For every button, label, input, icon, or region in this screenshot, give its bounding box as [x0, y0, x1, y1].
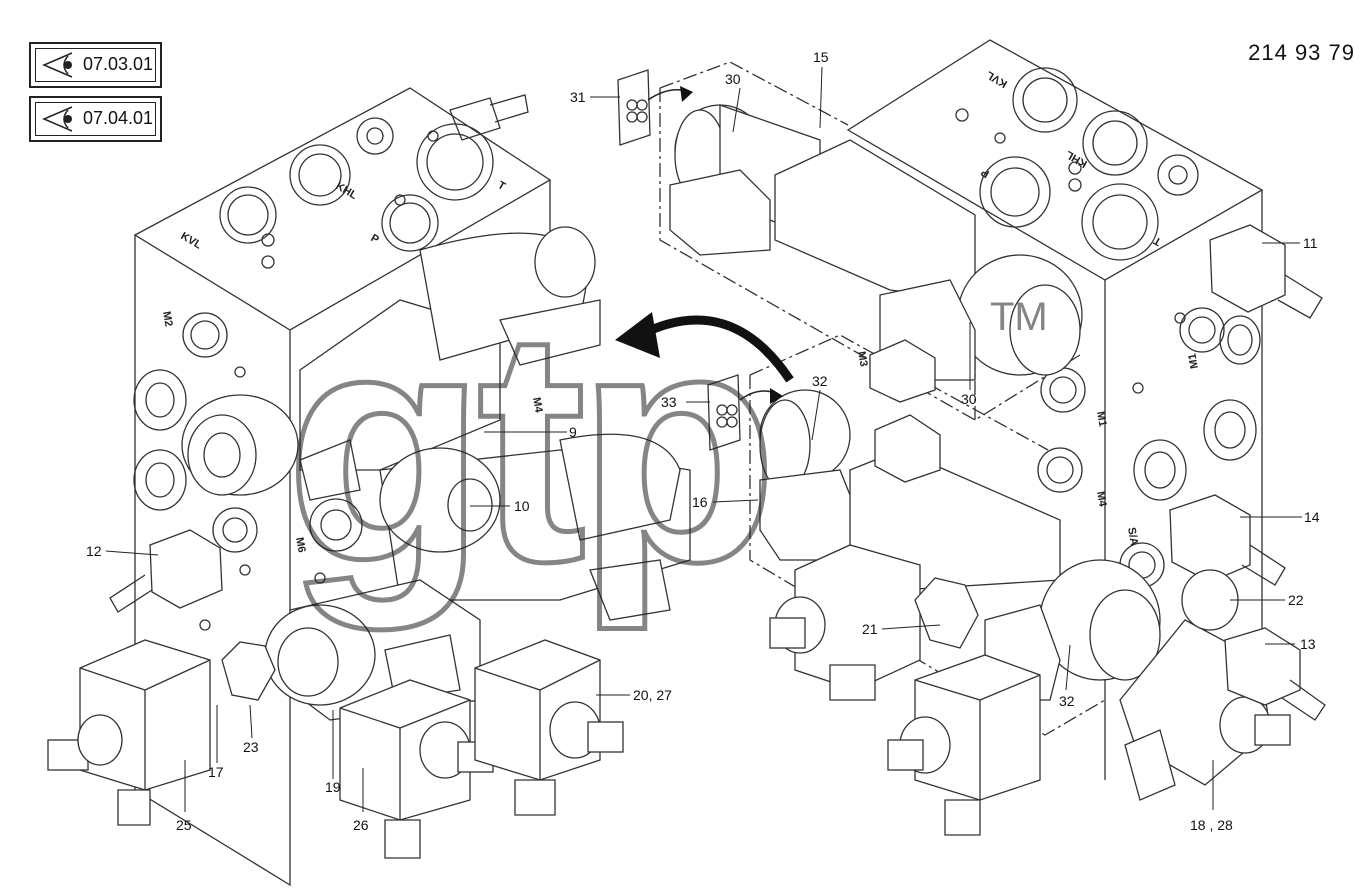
port-mark-m1: M1 — [1094, 410, 1108, 427]
coil-20-27 — [474, 639, 624, 816]
pressure-switch-13 — [1224, 627, 1326, 721]
coil-26 — [339, 679, 494, 859]
solenoid-valve-lower-left — [264, 579, 481, 721]
callouts: 30 15 31 11 30 33 32 9 10 16 12 14 22 21… — [86, 49, 1320, 833]
watermark-tm: TM — [990, 295, 1048, 339]
port-mark-m2: M2 — [160, 310, 174, 327]
reference-label: 07.03.01 — [83, 54, 154, 74]
watermark-text: gtp — [285, 261, 768, 632]
callout-17: 17 — [208, 764, 224, 780]
callout-30: 30 — [725, 71, 741, 87]
direction-arrows — [647, 86, 783, 404]
callout-11: 11 — [1303, 235, 1318, 251]
reference-box-frame — [35, 102, 156, 136]
reference-box-2[interactable]: 07.04.01 — [29, 96, 162, 142]
plug-21 — [914, 577, 979, 649]
callout-32: 32 — [1059, 693, 1075, 709]
port-mark-m6: M6 — [293, 536, 307, 553]
reference-box-1[interactable]: 07.03.01 — [29, 42, 162, 88]
callout-20-27: 20, 27 — [633, 687, 672, 703]
solenoid-valve-30-upper — [669, 104, 976, 301]
port-mark-m1: M1 — [1186, 352, 1200, 369]
pressure-switch-11 — [1209, 224, 1323, 319]
callout-13: 13 — [1300, 636, 1316, 652]
callout-18-28: 18 , 28 — [1190, 817, 1233, 833]
callout-33: 33 — [661, 394, 677, 410]
callout-21: 21 — [862, 621, 878, 637]
solenoid-valve-10 — [379, 433, 691, 621]
leader-lines — [105, 66, 1302, 812]
eye-view-icon — [42, 106, 73, 132]
port-mark-m3: M3 — [855, 350, 869, 367]
drawing-number: 214 93 79 — [1248, 40, 1355, 65]
solenoid-valve-30-lower — [879, 254, 1083, 381]
callout-12: 12 — [86, 543, 102, 559]
plug-23 — [221, 641, 276, 701]
pressure-switch-upper-right — [869, 339, 941, 483]
port-mark-m4: M4 — [1094, 490, 1109, 508]
solenoid-valve-9 — [181, 226, 601, 501]
port-mark-s-a: S/A — [1125, 526, 1140, 546]
plug-22 — [1181, 569, 1239, 631]
watermark: gtp TM — [283, 259, 1048, 635]
port-mark-m4: M4 — [530, 396, 545, 414]
transition-arrow — [615, 312, 794, 383]
pressure-sensor-12 — [109, 529, 223, 613]
seal-kit-33 — [707, 374, 741, 451]
coil-25 — [47, 639, 211, 826]
callout-31: 31 — [570, 89, 586, 105]
callout-9: 9 — [569, 424, 577, 440]
callout-30: 30 — [961, 391, 977, 407]
callout-16: 16 — [692, 494, 708, 510]
reference-label: 07.04.01 — [83, 108, 154, 128]
seal-kit-31 — [617, 69, 651, 146]
reference-box-frame — [35, 48, 156, 82]
callout-19: 19 — [325, 779, 341, 795]
callout-26: 26 — [353, 817, 369, 833]
callout-15: 15 — [813, 49, 829, 65]
callout-14: 14 — [1304, 509, 1320, 525]
callout-25: 25 — [176, 817, 192, 833]
coil-lower-right-2 — [887, 654, 1041, 836]
coil-lower-right-1 — [769, 544, 921, 701]
callout-23: 23 — [243, 739, 259, 755]
callout-22: 22 — [1288, 592, 1304, 608]
callout-32: 32 — [812, 373, 828, 389]
eye-view-icon — [42, 52, 73, 78]
callout-10: 10 — [514, 498, 530, 514]
right-valve-block — [846, 39, 1264, 780]
pressure-switch-14 — [1169, 494, 1286, 586]
